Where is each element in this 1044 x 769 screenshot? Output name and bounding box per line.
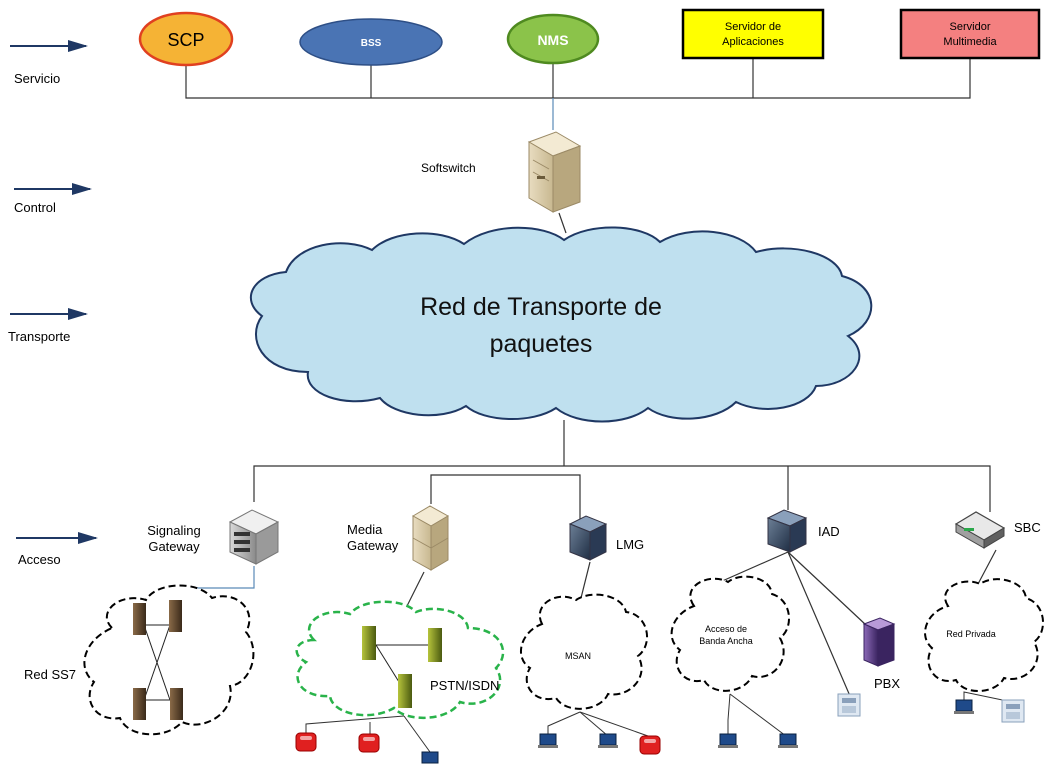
scp-label: SCP: [167, 30, 204, 50]
msan-cloud: [520, 593, 648, 710]
signaling-gateway-label-1: Signaling: [147, 523, 201, 538]
app-server-label-1: Servidor de: [725, 21, 781, 33]
media-server-node: Servidor Multimedia: [899, 8, 1041, 60]
iad-label: IAD: [818, 524, 840, 539]
computer-icon: [421, 751, 439, 764]
private-cloud: [924, 578, 1044, 693]
service-bus: [185, 54, 971, 130]
app-server-label-2: Aplicaciones: [722, 36, 784, 48]
ss7-label: Red SS7: [24, 667, 76, 682]
cloud-title-line2: paquetes: [490, 330, 593, 358]
media-server-label-2: Multimedia: [943, 36, 997, 48]
softswitch-label: Softswitch: [421, 161, 476, 175]
computer-icon: [538, 733, 558, 748]
nms-ellipse: [506, 13, 600, 65]
media-gateway-label-1: Media: [347, 522, 383, 537]
ss7-network: Red SS7: [24, 584, 255, 736]
bss-label: BSS: [361, 38, 382, 49]
scp-ellipse: [138, 11, 234, 67]
pbx-server-icon: [862, 617, 896, 667]
phone-icon: [639, 735, 661, 755]
ss7-cloud: [83, 584, 255, 736]
server-stack-icon: [411, 505, 450, 571]
layer-transport: Transporte: [8, 308, 88, 344]
pbx-label: PBX: [874, 676, 900, 691]
nms-node: NMS: [506, 13, 600, 65]
access-bus: [253, 420, 991, 520]
media-server-box: [899, 8, 1041, 60]
layer-access-label: Acceso: [18, 552, 61, 567]
layer-transport-label: Transporte: [8, 329, 70, 344]
pbx-node: PBX: [837, 617, 900, 717]
router-device-icon: [954, 511, 1006, 549]
server-tower-icon: [527, 131, 582, 213]
cloud-title-line1: Red de Transporte de: [420, 293, 662, 321]
media-gateway-node: Media Gateway: [347, 505, 450, 613]
broadband-label-2: Banda Ancha: [699, 636, 753, 646]
private-label: Red Privada: [946, 629, 996, 639]
broadband-network: Acceso de Banda Ancha: [670, 575, 798, 748]
phone-icon: [358, 733, 380, 753]
media-server-label-1: Servidor: [950, 21, 991, 33]
app-server-box: [681, 8, 825, 60]
pstn-server-icon: [362, 626, 442, 708]
bss-ellipse: [299, 18, 443, 66]
app-server-node: Servidor de Aplicaciones: [681, 8, 825, 60]
desk-phone-icon: [837, 693, 861, 717]
sbc-node: SBC: [954, 511, 1041, 585]
layer-control: Control: [14, 183, 92, 215]
computer-icon: [718, 733, 738, 748]
cloud-shape: [250, 226, 873, 423]
desk-phone-icon: [1001, 699, 1025, 723]
pstn-label: PSTN/ISDN: [430, 678, 499, 693]
layer-access: Acceso: [16, 532, 98, 567]
signaling-gateway-node: Signaling Gateway: [147, 509, 280, 602]
computer-icon: [954, 699, 974, 714]
media-gateway-label-2: Gateway: [347, 538, 399, 553]
router-box-icon: [766, 509, 808, 553]
transport-cloud: Red de Transporte de paquetes: [250, 226, 873, 423]
router-box-icon: [568, 515, 608, 561]
layer-service: Servicio: [10, 40, 88, 86]
sbc-label: SBC: [1014, 520, 1041, 535]
layer-control-label: Control: [14, 200, 56, 215]
msan-label: MSAN: [565, 651, 591, 661]
signaling-gateway-label-2: Gateway: [148, 539, 200, 554]
nms-label: NMS: [537, 32, 568, 48]
broadband-label-1: Acceso de: [705, 624, 747, 634]
computer-icon: [598, 733, 618, 748]
server-box-icon: [228, 509, 280, 565]
pstn-network: PSTN/ISDN: [295, 600, 505, 764]
computer-icon: [778, 733, 798, 748]
phone-icon: [295, 732, 317, 752]
broadband-cloud: [670, 575, 791, 692]
msan-network: MSAN: [520, 593, 661, 755]
bss-node: BSS: [299, 18, 443, 66]
private-network: Red Privada: [924, 578, 1044, 723]
softswitch-node: Softswitch: [421, 131, 582, 234]
ss7-server-icon: [133, 600, 183, 720]
pstn-cloud: [295, 600, 505, 719]
layer-service-label: Servicio: [14, 71, 60, 86]
iad-node: IAD: [719, 509, 867, 697]
lmg-node: LMG: [568, 515, 644, 603]
scp-node: SCP: [138, 11, 234, 67]
lmg-label: LMG: [616, 537, 644, 552]
